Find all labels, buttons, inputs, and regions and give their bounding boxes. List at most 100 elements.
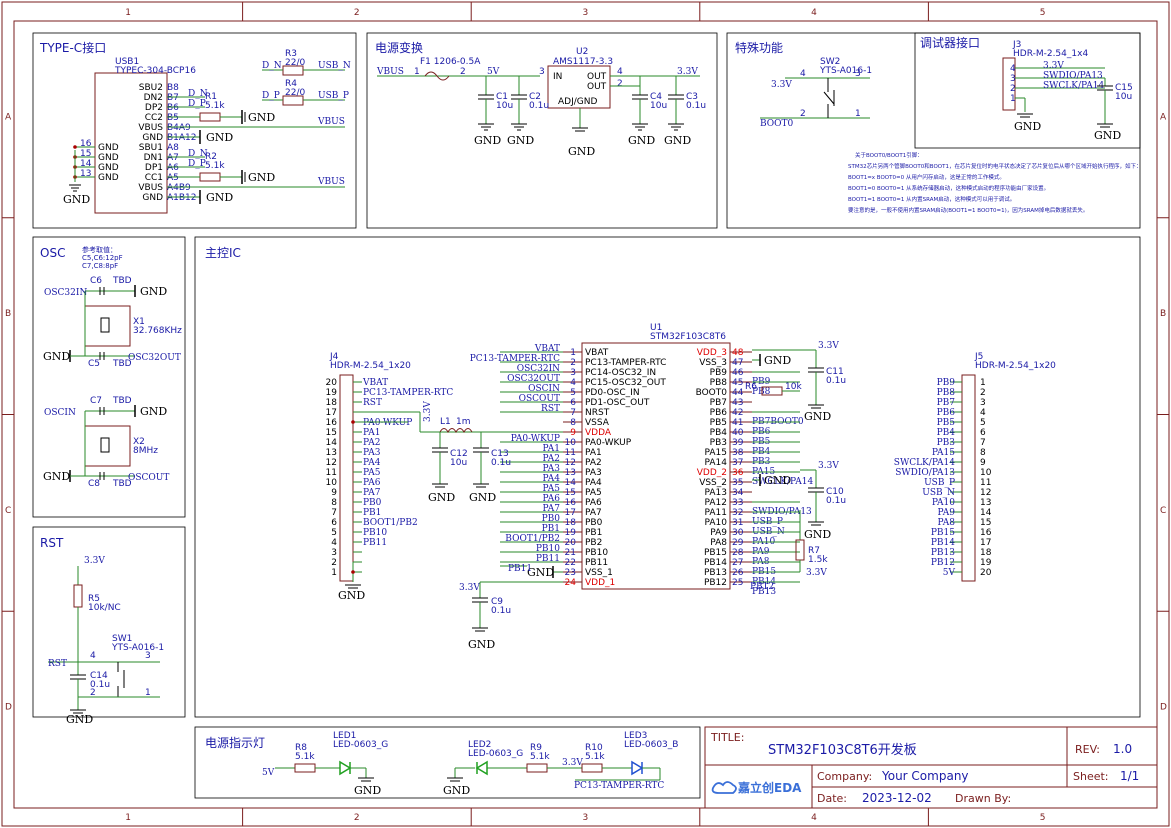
- sw1-value: YTS-A016-1: [111, 643, 164, 653]
- u1-pin-num: 36: [732, 468, 744, 478]
- j4-pin-num: 6: [331, 518, 337, 528]
- power-cap-value: 10u: [650, 101, 667, 111]
- u1-pin-num: 32: [732, 508, 743, 518]
- u1-net: PC13-TAMPER-RTC: [470, 354, 560, 364]
- j5-part: HDR-M-2.54_1x20: [975, 361, 1056, 371]
- u2-ref: U2: [576, 47, 588, 57]
- u1-net-pb12: PB12: [750, 582, 774, 592]
- u1-pin-name: PB1: [585, 528, 602, 538]
- osc-cap-ref: C8: [88, 479, 100, 489]
- u1-pin-num: 23: [565, 568, 576, 578]
- u1-pin-name: PA7: [585, 508, 602, 518]
- u1-pin-name: PA15: [705, 448, 727, 458]
- power-5v-net: 5V: [487, 67, 500, 77]
- c12-value: 10u: [450, 458, 467, 468]
- svg-text:3: 3: [145, 651, 151, 661]
- j5-pin-num: 12: [980, 488, 991, 498]
- j5-net: PA10: [932, 498, 955, 508]
- usb1-pin-num: 15: [80, 149, 91, 159]
- crystal-ref: X2: [133, 437, 145, 447]
- r6-value: 10k: [785, 382, 802, 392]
- j4-pin-num: 17: [326, 408, 337, 418]
- power-gnd: GND: [474, 134, 501, 147]
- u1-pin-num: 27: [732, 558, 743, 568]
- svg-text:ADJ/GND: ADJ/GND: [558, 97, 597, 107]
- svg-text:GND: GND: [443, 784, 470, 797]
- j5-net: PB6: [937, 408, 956, 418]
- usb1-net: D_N: [188, 149, 208, 159]
- j4-pin-num: 7: [331, 508, 337, 518]
- u1-pin-name: PA12: [705, 498, 727, 508]
- led-5v: 5V: [262, 768, 275, 778]
- company-label: Company:: [817, 770, 872, 783]
- osc-gnd: GND: [140, 285, 167, 298]
- u1-pin-num: 48: [732, 348, 744, 358]
- usb1-pin-num: A4B9: [167, 183, 191, 193]
- j4-pin-num: 8: [331, 498, 337, 508]
- section-title-typec: TYPE-C接口: [39, 40, 106, 55]
- u1-pin-name: VBAT: [585, 348, 609, 358]
- r5-body: [73, 584, 83, 608]
- r9-value: 5.1k: [530, 752, 550, 762]
- u2-body: [547, 65, 611, 109]
- svg-text:4: 4: [800, 69, 806, 79]
- j3-body: [1002, 57, 1016, 111]
- u1-pin-num: 41: [732, 418, 743, 428]
- usb1-pin-name: DN2: [144, 93, 163, 103]
- j5-pin-num: 19: [980, 558, 992, 568]
- svg-text:OUT: OUT: [587, 72, 607, 82]
- r10-body: [581, 763, 603, 773]
- u1-pin-num: 3: [570, 368, 576, 378]
- svg-text:2: 2: [800, 109, 806, 119]
- u1-pin-num: 6: [570, 398, 576, 408]
- u1-pin-name: PB8: [710, 378, 728, 388]
- section-box-typec: [32, 32, 357, 229]
- u1-pin-num: 22: [565, 558, 576, 568]
- osc-note-1: 参考取值：: [82, 245, 117, 254]
- c10-ref: C10: [826, 487, 844, 497]
- c14-value: 0.1u: [90, 680, 110, 690]
- svg-text:2: 2: [90, 688, 96, 698]
- svg-text:3: 3: [855, 69, 861, 79]
- r3-ref: R3: [285, 49, 297, 59]
- power-gnd: GND: [628, 134, 655, 147]
- j5-pin-num: 18: [980, 548, 992, 558]
- u1-pin-num: 29: [732, 538, 744, 548]
- frame-col-label: 3: [583, 813, 589, 823]
- u1-pin-name: PA13: [705, 488, 727, 498]
- u1-pin-num: 39: [732, 438, 744, 448]
- j5-pin-num: 20: [980, 568, 992, 578]
- osc-cap-value: TBD: [112, 396, 132, 406]
- frame-row-label: B: [5, 309, 11, 319]
- osc-cap-ref: C7: [90, 396, 102, 406]
- j5-pin-num: 8: [980, 448, 986, 458]
- u1-pin-name: PC15-OSC32_OUT: [585, 378, 666, 388]
- r10-ref: R10: [585, 743, 603, 753]
- mcu-vss1-net: PB11: [508, 564, 532, 574]
- r9-body: [526, 763, 548, 773]
- usb1-pin-name: CC1: [145, 173, 163, 183]
- u1-pin-num: 8: [570, 418, 576, 428]
- frame-col-label: 2: [354, 8, 360, 18]
- u1-pin-name: PB14: [704, 558, 727, 568]
- j4-net: RST: [363, 398, 382, 408]
- u2-part: AMS1117-3.3: [553, 57, 613, 67]
- u1-pin-name: PB7: [710, 398, 727, 408]
- u1-pin-name: PA3: [585, 468, 602, 478]
- section-box-debug: [914, 32, 1141, 149]
- mcu-33v: 3.3V: [818, 461, 839, 471]
- mcu-gnd: GND: [804, 410, 831, 423]
- u1-pin-name: PB2: [585, 538, 602, 548]
- u1-net: OSC32OUT: [507, 374, 560, 384]
- u1-pin-num: 24: [565, 578, 577, 588]
- u1-net: PB11: [536, 554, 560, 564]
- j5-ref: J5: [974, 352, 983, 362]
- sw2-part: YTS-A016-1: [819, 66, 872, 76]
- j4-pin-num: 11: [326, 468, 337, 478]
- u1-pin-name: PA9: [710, 528, 727, 538]
- usb1-pin-num: A1B12: [167, 193, 197, 203]
- c15-value: 10u: [1115, 92, 1132, 102]
- j4-net: PA7: [363, 488, 381, 498]
- power-cap-ref: C1: [496, 92, 508, 102]
- usb1-pin-name: SBU1: [139, 143, 163, 153]
